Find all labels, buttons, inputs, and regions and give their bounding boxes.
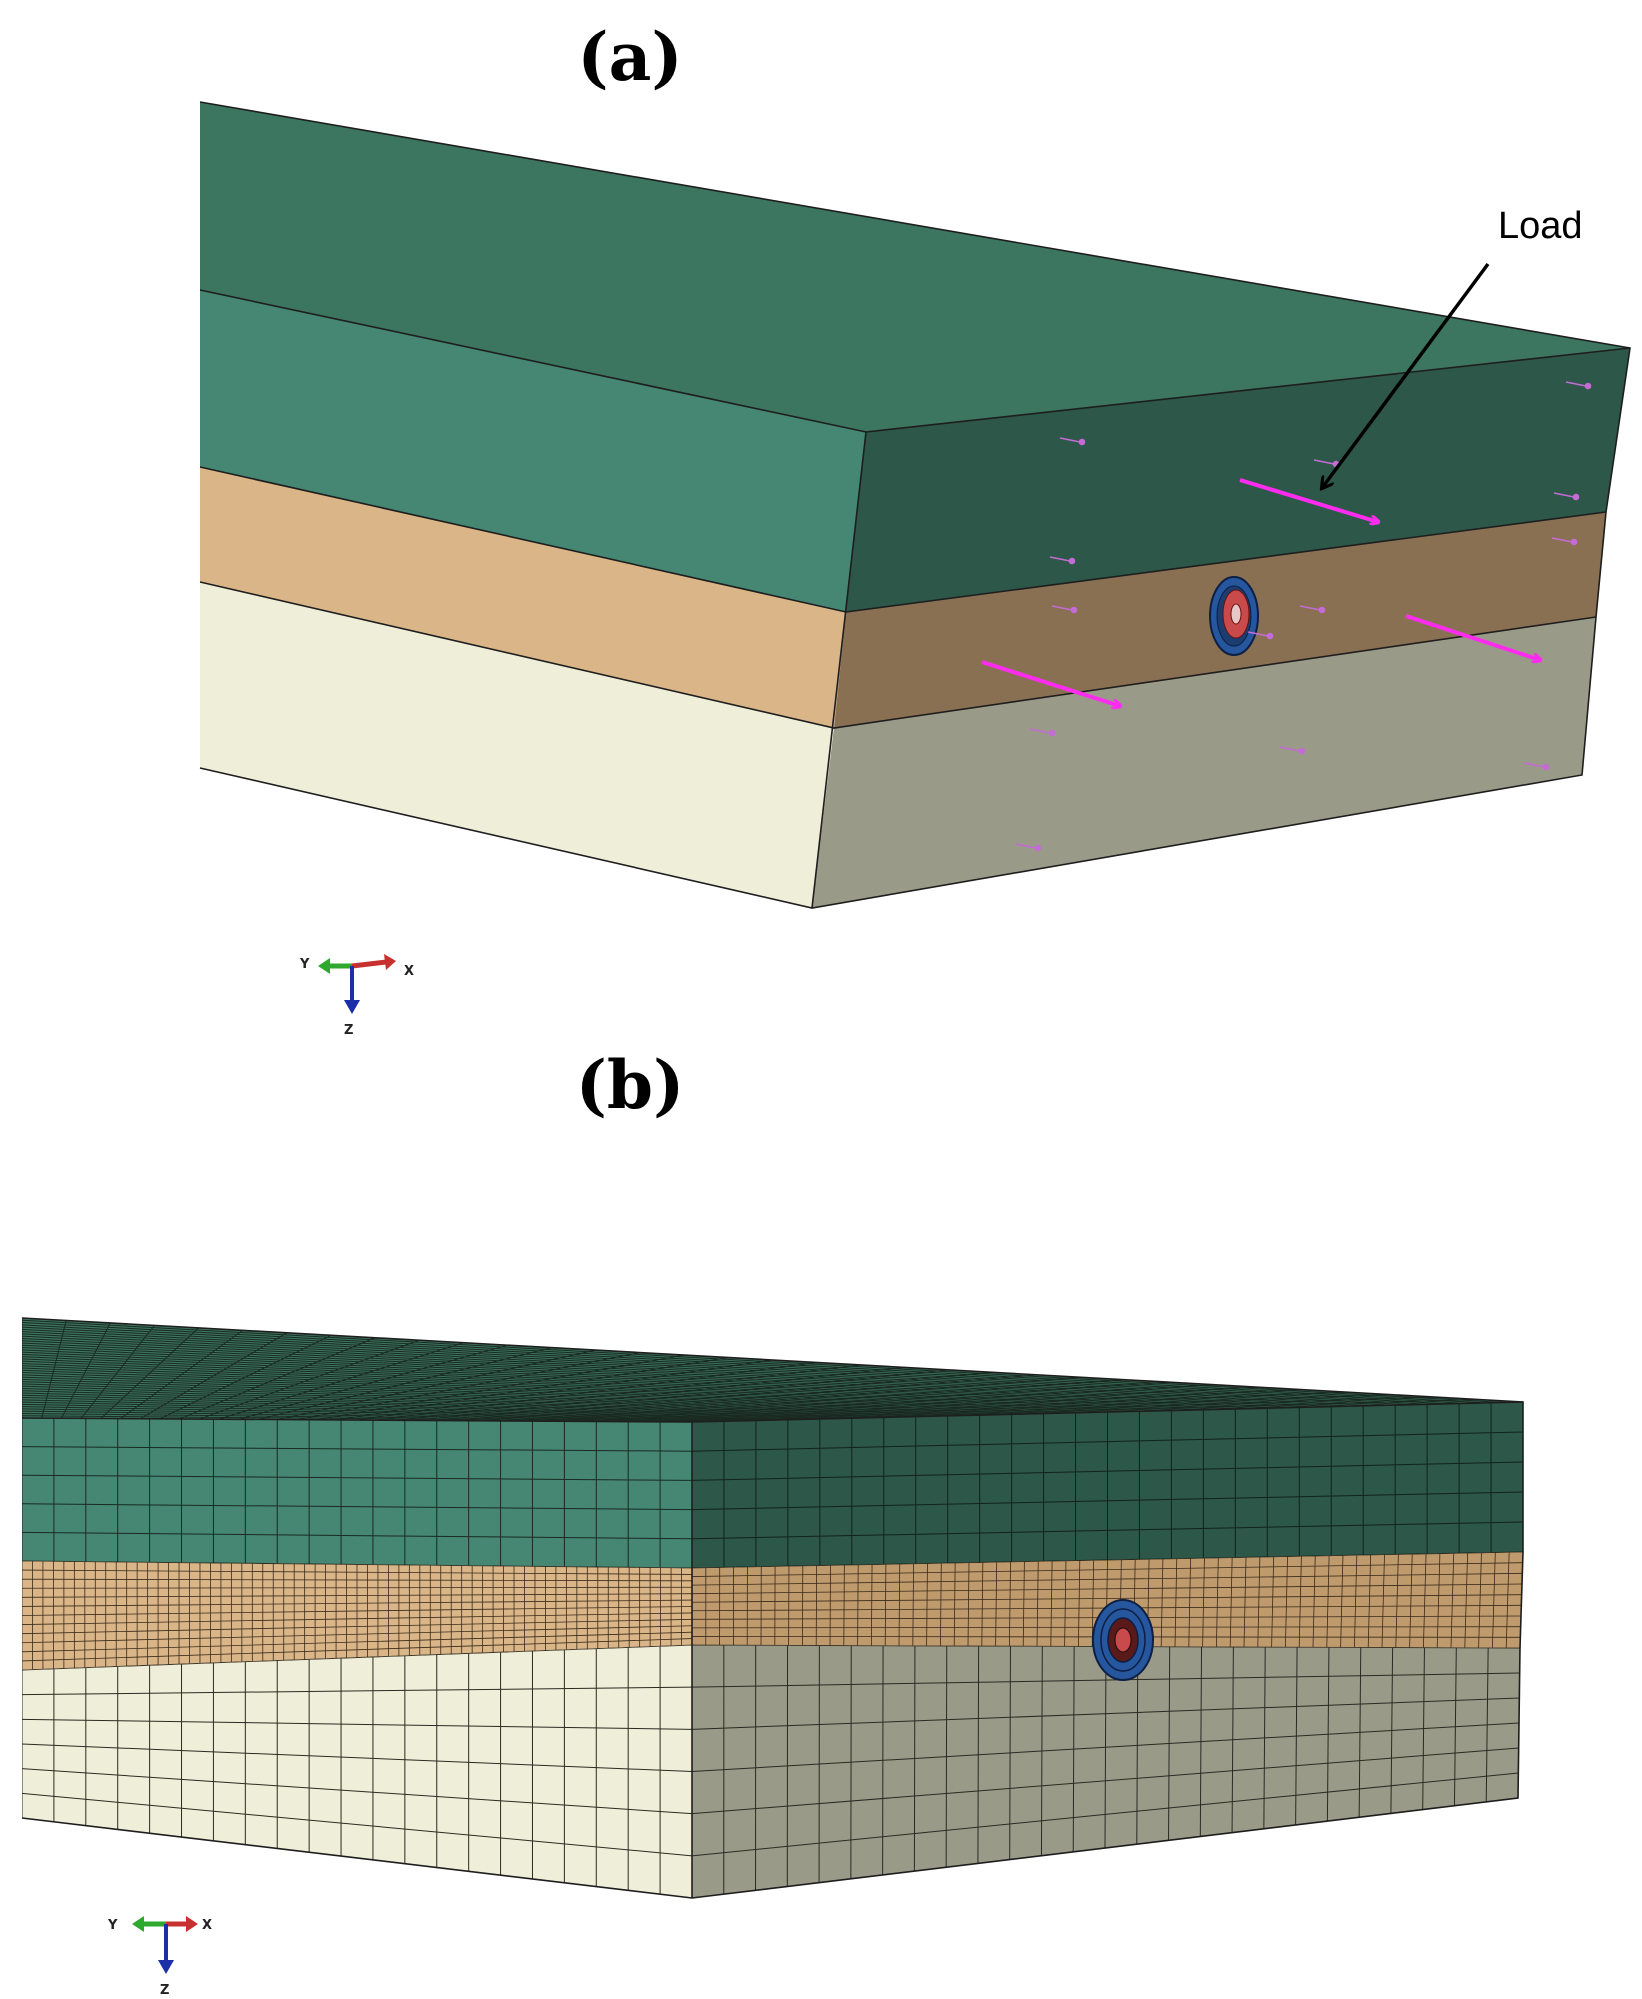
top-layer-top-face [200,102,1630,432]
mesh-top-layer-front [22,1418,692,1568]
load-annotation-label: Load [1498,205,1583,247]
axis-y-label-a: Y [299,957,310,972]
mesh-bottom-layer-front [22,1645,692,1898]
axis-x-label-b: X [202,1918,212,1933]
panel-b-mesh-model [21,1317,1524,1899]
axis-y-label-b: Y [107,1918,118,1933]
axis-z-label-b: Z [160,1983,169,1998]
middle-layer-front-face [200,467,846,728]
load-annotation-arrow [1322,262,1490,488]
axis-triad-b: Y X Z [107,1916,212,1998]
bottom-layer-front-face [200,582,834,908]
load-arrows [981,478,1540,706]
panel-a-label: (a) [577,18,682,96]
load-markers [1015,381,1592,852]
top-layer-front-face [200,290,866,612]
axis-x-label-a: X [404,964,414,979]
panel-a-model: Load [199,101,1631,909]
axis-z-label-a: Z [344,1023,353,1038]
panel-b-label: (b) [576,1046,685,1124]
top-layer-side-face [846,348,1630,612]
bottom-layer-side-face [812,617,1596,908]
tunnel-mesh [1092,1599,1154,1681]
tunnel-cross-section [1209,576,1259,656]
axis-triad-a: Y X Z [299,954,414,1038]
